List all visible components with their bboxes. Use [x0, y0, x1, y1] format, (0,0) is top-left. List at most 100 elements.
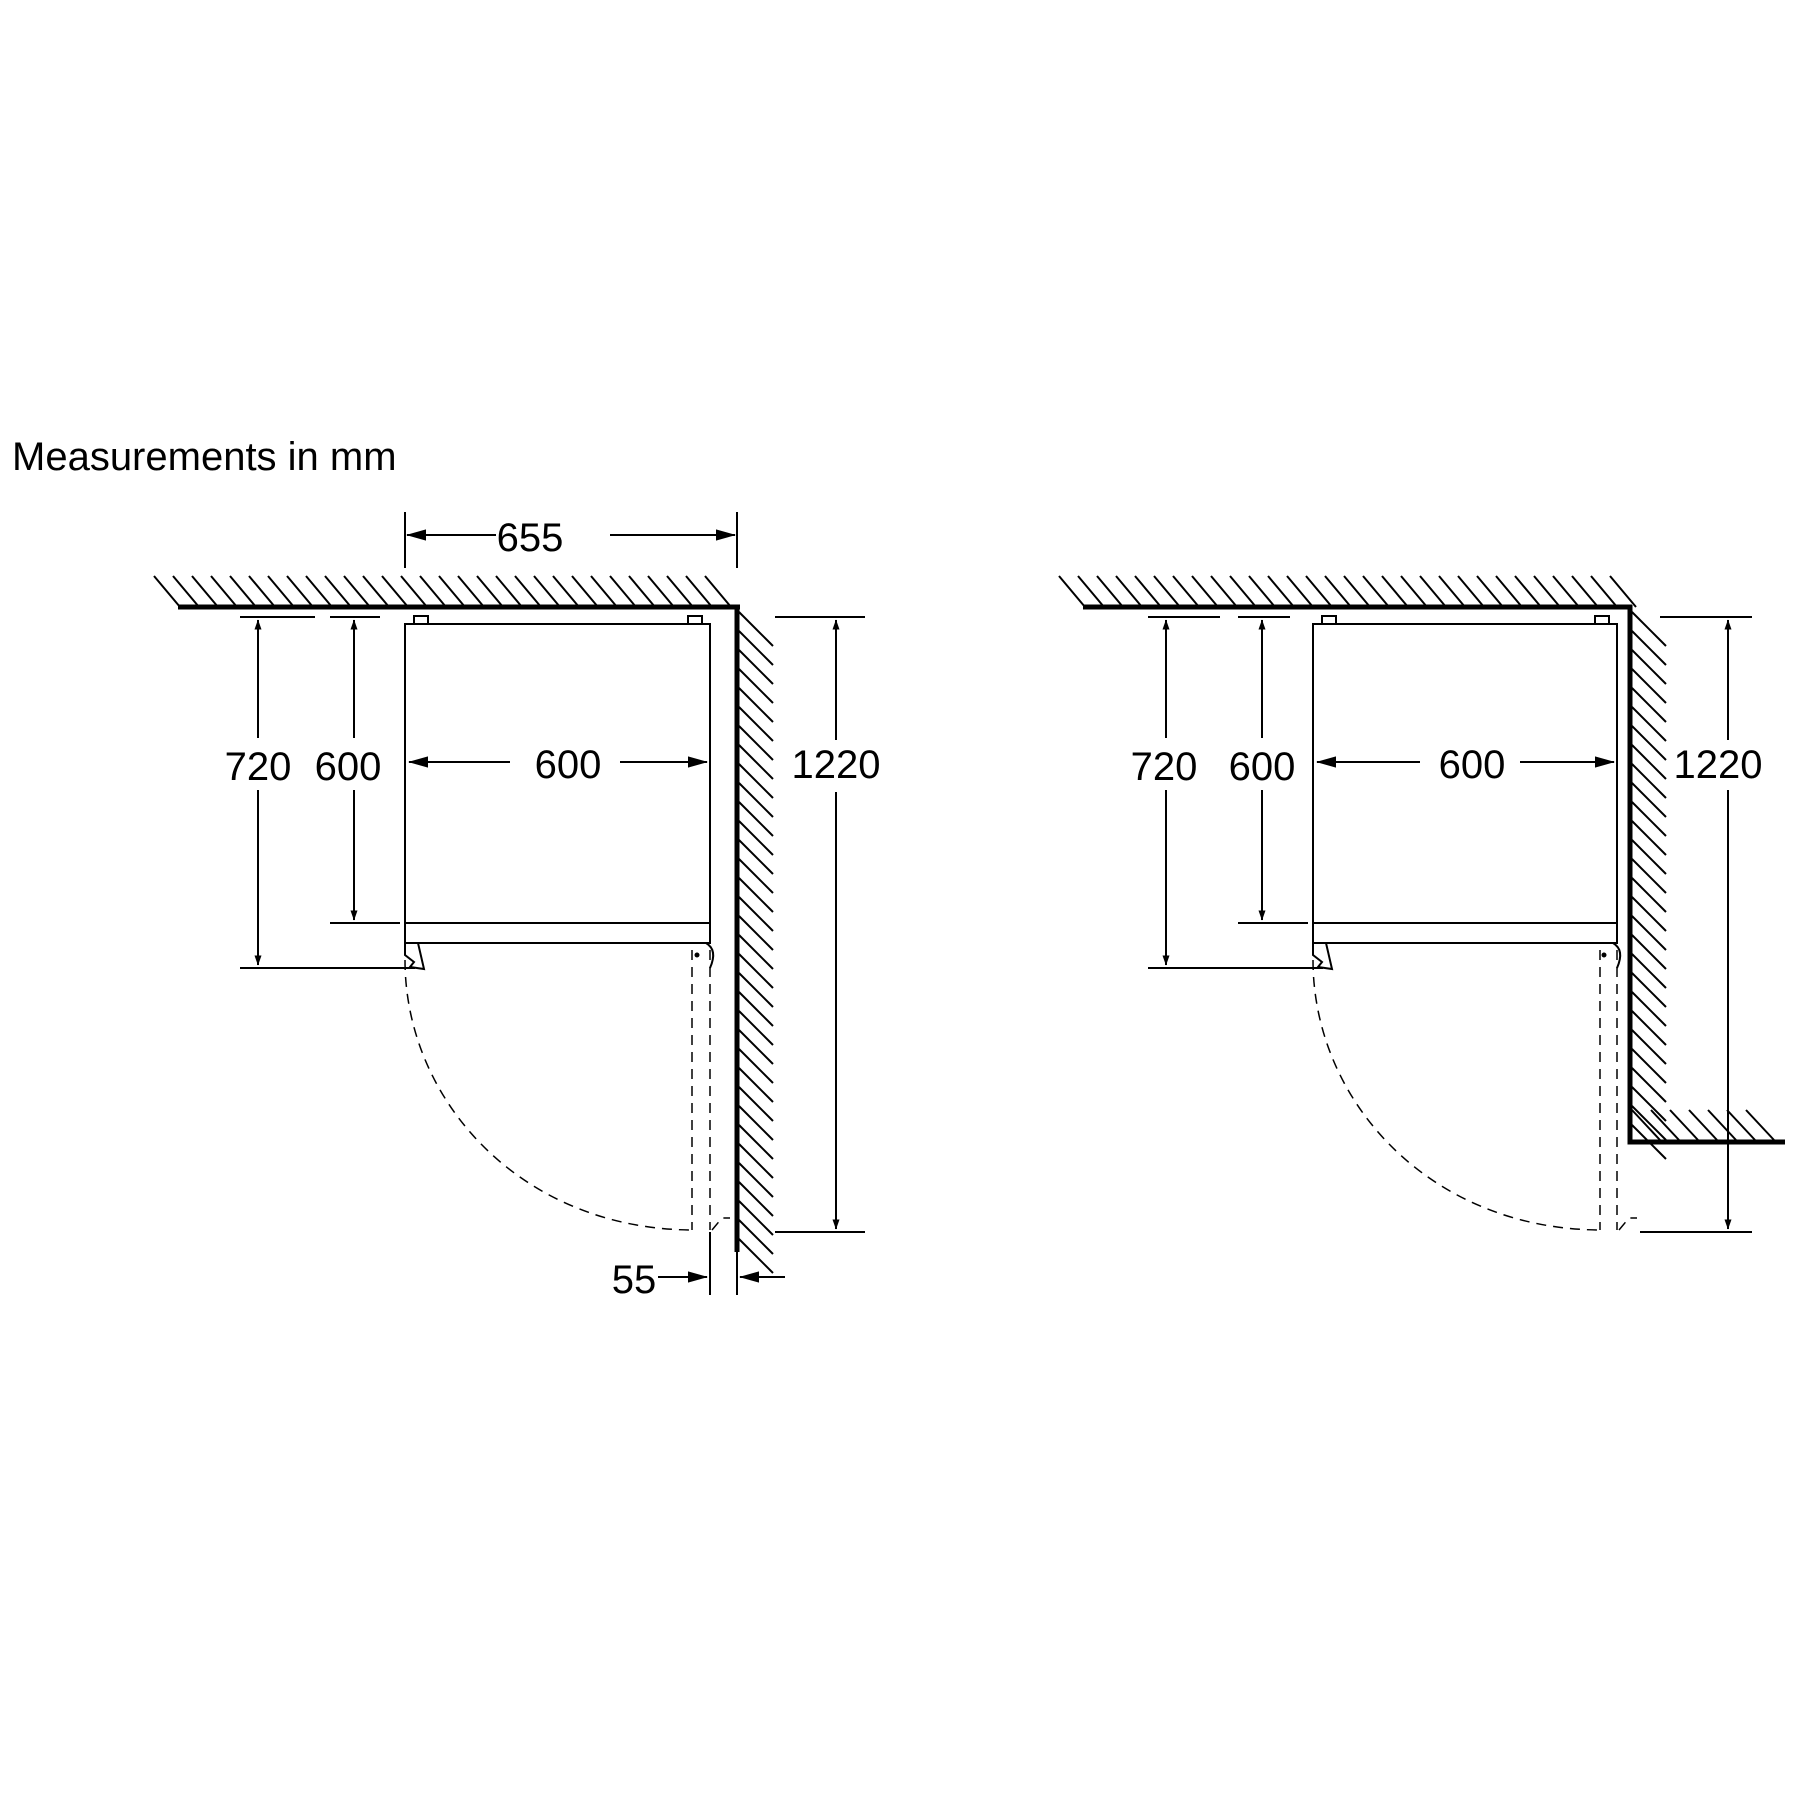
wall-hatch-line	[1631, 839, 1667, 875]
wall-hatch-line	[1631, 896, 1667, 932]
wall-hatch-line	[590, 575, 618, 608]
appliance-door-left	[404, 922, 715, 971]
wall-hatch-line	[738, 649, 774, 685]
wall-hatch-line	[1191, 575, 1219, 608]
wall-hatch-line	[153, 575, 181, 608]
door-swing-arc-left	[404, 950, 730, 1231]
wall-hatch-line	[738, 1124, 774, 1160]
wall-hatch-line	[1058, 575, 1086, 608]
wall-hatch-line	[1631, 991, 1667, 1027]
wall-hatch-line	[1571, 575, 1599, 608]
wall-hatch-line	[1476, 575, 1504, 608]
dimension-door-open-depth: 1220	[775, 616, 880, 1233]
wall-hatch-line	[738, 877, 774, 913]
wall-hatch-line	[1324, 575, 1352, 608]
side-wall-left	[734, 605, 774, 1274]
wall-hatch-line	[286, 575, 314, 608]
wall-hatch-line	[1631, 934, 1667, 970]
wall-hatch-line	[1590, 575, 1618, 608]
wall-hatch-line	[738, 1010, 774, 1046]
wall-hatch-line	[1631, 858, 1667, 894]
wall-hatch-line	[1134, 575, 1162, 608]
wall-hatch-line	[685, 575, 713, 608]
wall-hatch-line	[210, 575, 238, 608]
wall-hatch-line	[1077, 575, 1105, 608]
wall-hatch-line	[1631, 649, 1667, 685]
wall-hatch-line	[738, 782, 774, 818]
dimension-overall-width: 655	[404, 512, 738, 568]
wall-hatch-line	[609, 575, 637, 608]
dimension-appliance-depth: 600	[1229, 616, 1308, 924]
wall-hatch-line	[738, 991, 774, 1027]
wall-hatch-line	[1514, 575, 1542, 608]
wall-hatch-line	[1650, 1109, 1680, 1141]
wall-hatch-line	[738, 972, 774, 1008]
wall-hatch-line	[738, 1086, 774, 1122]
wall-hatch-line	[1707, 1109, 1737, 1141]
wall-hatch-line	[1631, 1067, 1667, 1103]
wall-hatch-line	[738, 763, 774, 799]
dimension-label-door-open-depth: 1220	[1674, 743, 1763, 787]
wall-hatch-line	[1631, 1124, 1667, 1160]
wall-hatch-line	[1631, 1029, 1667, 1065]
wall-hatch-line	[1381, 575, 1409, 608]
wall-hatch-line	[457, 575, 485, 608]
wall-hatch-line	[1631, 744, 1667, 780]
wall-hatch-line	[738, 1105, 774, 1141]
wall-hatch-line	[1631, 1109, 1661, 1141]
wall-hatch-line	[1631, 687, 1667, 723]
wall-hatch-line	[419, 575, 447, 608]
wall-hatch-line	[1669, 1109, 1699, 1141]
wall-hatch-line	[738, 1143, 774, 1179]
wall-hatch-line	[343, 575, 371, 608]
wall-hatch-line	[400, 575, 428, 608]
wall-hatch-line	[1400, 575, 1428, 608]
wall-hatch-line	[738, 630, 774, 666]
wall-hatch-line	[571, 575, 599, 608]
wall-hatch-line	[381, 575, 409, 608]
dimension-appliance-width: 600	[1316, 743, 1615, 787]
wall-hatch-line	[1343, 575, 1371, 608]
wall-hatch-line	[738, 1048, 774, 1084]
wall-hatch-line	[1248, 575, 1276, 608]
wall-hatch-line	[1305, 575, 1333, 608]
wall-hatch-line	[191, 575, 219, 608]
wall-hatch-line	[514, 575, 542, 608]
dimension-label-depth-with-door: 720	[225, 745, 292, 789]
wall-hatch-line	[738, 1162, 774, 1198]
wall-hatch-line	[738, 1200, 774, 1236]
wall-hatch-line	[738, 1029, 774, 1065]
wall-hatch-line	[438, 575, 466, 608]
wall-hatch-line	[738, 915, 774, 951]
wall-hatch-line	[738, 953, 774, 989]
wall-hatch-line	[495, 575, 523, 608]
wall-hatch-line	[267, 575, 295, 608]
wall-hatch-line	[1096, 575, 1124, 608]
appliance-door-right	[1312, 922, 1622, 971]
wall-hatch-line	[1631, 706, 1667, 742]
wall-hatch-line	[738, 687, 774, 723]
wall-hatch-line	[476, 575, 504, 608]
dimension-depth-with-door: 720	[1131, 616, 1323, 969]
wall-hatch-line	[1631, 668, 1667, 704]
wall-hatch-line	[738, 1067, 774, 1103]
wall-hatch-line	[1631, 915, 1667, 951]
wall-hatch-line	[1688, 1109, 1718, 1141]
wall-hatch-line	[1631, 725, 1667, 761]
wall-hatch-line	[1631, 801, 1667, 837]
wall-hatch-line	[1362, 575, 1390, 608]
wall-hatch-line	[1533, 575, 1561, 608]
wall-hatch-line	[1286, 575, 1314, 608]
wall-hatch-line	[738, 611, 774, 647]
wall-hatch-line	[1631, 763, 1667, 799]
wall-hatch-line	[248, 575, 276, 608]
wall-hatch-line	[1115, 575, 1143, 608]
wall-hatch-line	[1631, 1086, 1667, 1122]
back-wall-left	[153, 575, 740, 610]
wall-hatch-line	[1210, 575, 1238, 608]
wall-hatch-line	[1457, 575, 1485, 608]
diagram-left: 655 600 720 600	[153, 512, 880, 1302]
dimension-door-clearance: 55	[612, 1232, 785, 1302]
wall-hatch-line	[1419, 575, 1447, 608]
